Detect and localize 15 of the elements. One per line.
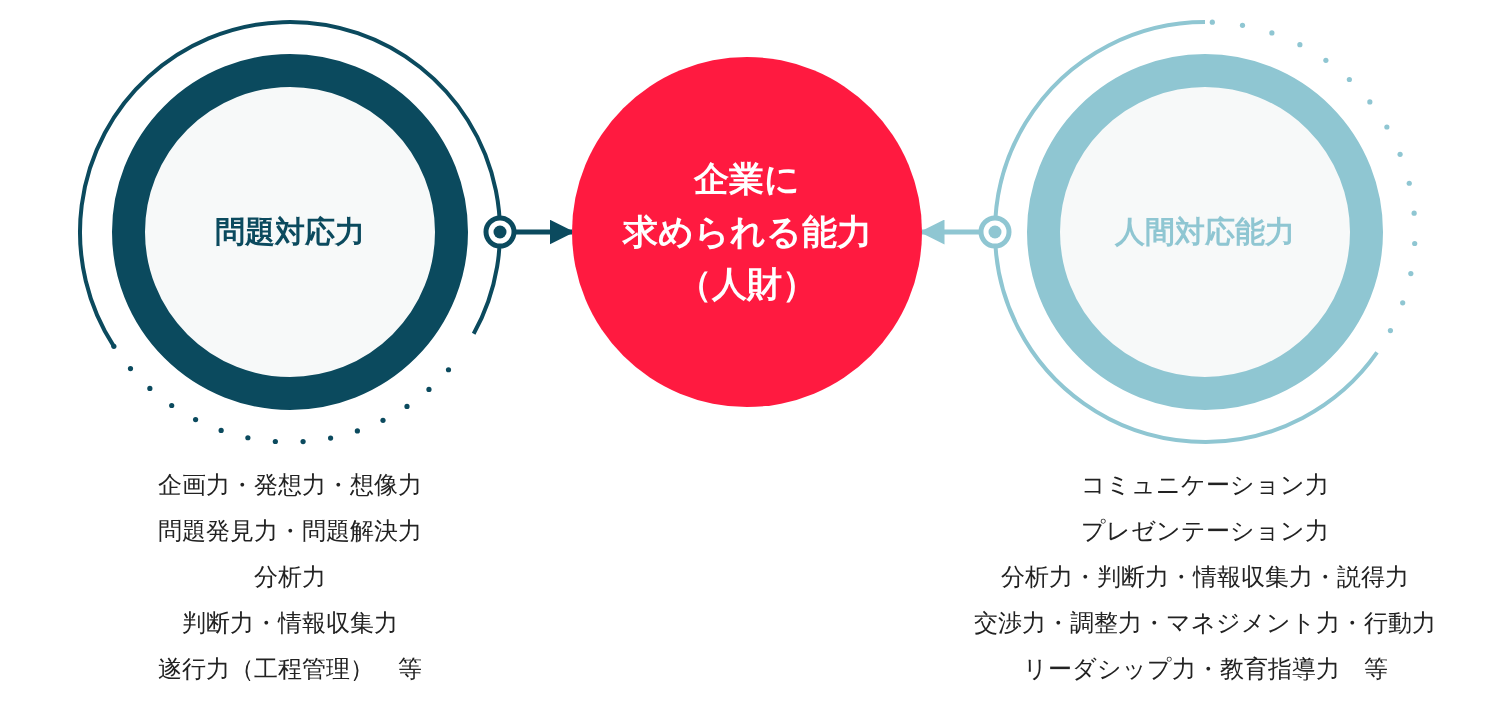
skill-list-item: リーダシップ力・教育指導力 等 <box>1022 654 1388 685</box>
skill-list-item: コミュニケーション力 <box>1081 470 1329 501</box>
skill-list-item: 企画力・発想力・想像力 <box>158 470 422 501</box>
skill-list-item: 分析力 <box>254 562 326 593</box>
circle-title: 企業に <box>694 158 800 202</box>
skill-list-item: 判断力・情報収集力 <box>182 608 398 639</box>
circle-title: 人間対応能力 <box>1115 214 1295 250</box>
circle-title: （人財） <box>677 263 817 307</box>
skill-list-item: 遂行力（工程管理） 等 <box>158 654 422 685</box>
skill-list-item: 交渉力・調整力・マネジメント力・行動力 <box>974 608 1436 639</box>
circle-title: 問題対応力 <box>215 214 365 250</box>
skill-list-item: 問題発見力・問題解決力 <box>158 516 422 547</box>
circle-title: 求められる能力 <box>622 210 872 254</box>
skill-list-item: プレゼンテーション力 <box>1081 516 1329 547</box>
skill-list-item: 分析力・判断力・情報収集力・説得力 <box>1001 562 1409 593</box>
